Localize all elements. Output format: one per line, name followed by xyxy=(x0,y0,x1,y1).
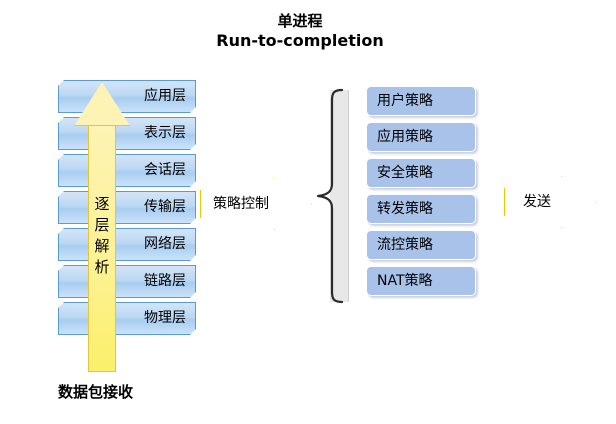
send-label: 发送 xyxy=(523,194,551,210)
policy-item-security[interactable]: 安全策略 xyxy=(366,158,476,188)
policy-control-arrow[interactable]: 策略控制 xyxy=(200,178,312,230)
left-curly-brace-icon xyxy=(316,88,344,304)
up-arrow-label: 逐层解析 xyxy=(94,195,110,276)
osi-layer-application[interactable]: 应用层 xyxy=(58,80,196,113)
policy-item-forwarding[interactable]: 转发策略 xyxy=(366,194,476,224)
policy-control-label: 策略控制 xyxy=(213,196,269,212)
policy-item-label: 用户策略 xyxy=(377,93,433,109)
policy-item-application[interactable]: 应用策略 xyxy=(366,122,476,152)
layer-box-shape xyxy=(58,265,196,298)
osi-layer-label: 传输层 xyxy=(144,199,186,215)
policy-item-label: 安全策略 xyxy=(377,165,433,181)
policy-item-flow-control[interactable]: 流控策略 xyxy=(366,230,476,260)
policy-item-label: 转发策略 xyxy=(377,201,433,217)
osi-layer-label: 表示层 xyxy=(144,125,186,141)
osi-layer-label: 链路层 xyxy=(144,273,186,289)
layer-box-shape xyxy=(58,154,196,187)
osi-layer-session[interactable]: 会话层 xyxy=(58,154,196,187)
osi-layer-label: 会话层 xyxy=(144,162,186,178)
packet-receive-caption: 数据包接收 xyxy=(58,383,134,401)
layer-box-shape xyxy=(58,228,196,261)
title-line-primary: 单进程 xyxy=(277,12,323,30)
layer-box-shape xyxy=(58,191,196,224)
title-line-secondary: Run-to-completion xyxy=(216,30,384,50)
layer-box-shape xyxy=(58,302,196,335)
diagram-title: 单进程 Run-to-completion xyxy=(150,12,450,51)
policy-item-label: 流控策略 xyxy=(377,237,433,253)
send-arrow[interactable]: 发送 xyxy=(504,176,596,228)
policy-item-label: 应用策略 xyxy=(377,129,433,145)
osi-layer-physical[interactable]: 物理层 xyxy=(58,302,196,335)
osi-layer-label: 物理层 xyxy=(144,310,186,326)
osi-layer-network[interactable]: 网络层 xyxy=(58,228,196,261)
up-arrow-shaft xyxy=(88,122,116,372)
layer-box-shape xyxy=(58,80,196,113)
policy-item-user[interactable]: 用户策略 xyxy=(366,86,476,116)
osi-layer-label: 网络层 xyxy=(144,236,186,252)
policy-list: 用户策略 应用策略 安全策略 转发策略 流控策略 NAT策略 xyxy=(366,86,476,306)
policy-item-label: NAT策略 xyxy=(377,273,433,289)
policy-item-nat[interactable]: NAT策略 xyxy=(366,266,476,296)
up-arrow-head-icon xyxy=(74,82,130,126)
policy-group-bar xyxy=(330,90,349,302)
osi-layer-transport[interactable]: 传输层 xyxy=(58,191,196,224)
osi-layer-stack: 应用层 表示层 会话层 传输层 网络层 链路层 物理层 xyxy=(58,80,196,342)
osi-layer-label: 应用层 xyxy=(144,88,186,104)
osi-layer-datalink[interactable]: 链路层 xyxy=(58,265,196,298)
layer-by-layer-parse-arrow: 逐层解析 xyxy=(74,82,130,372)
